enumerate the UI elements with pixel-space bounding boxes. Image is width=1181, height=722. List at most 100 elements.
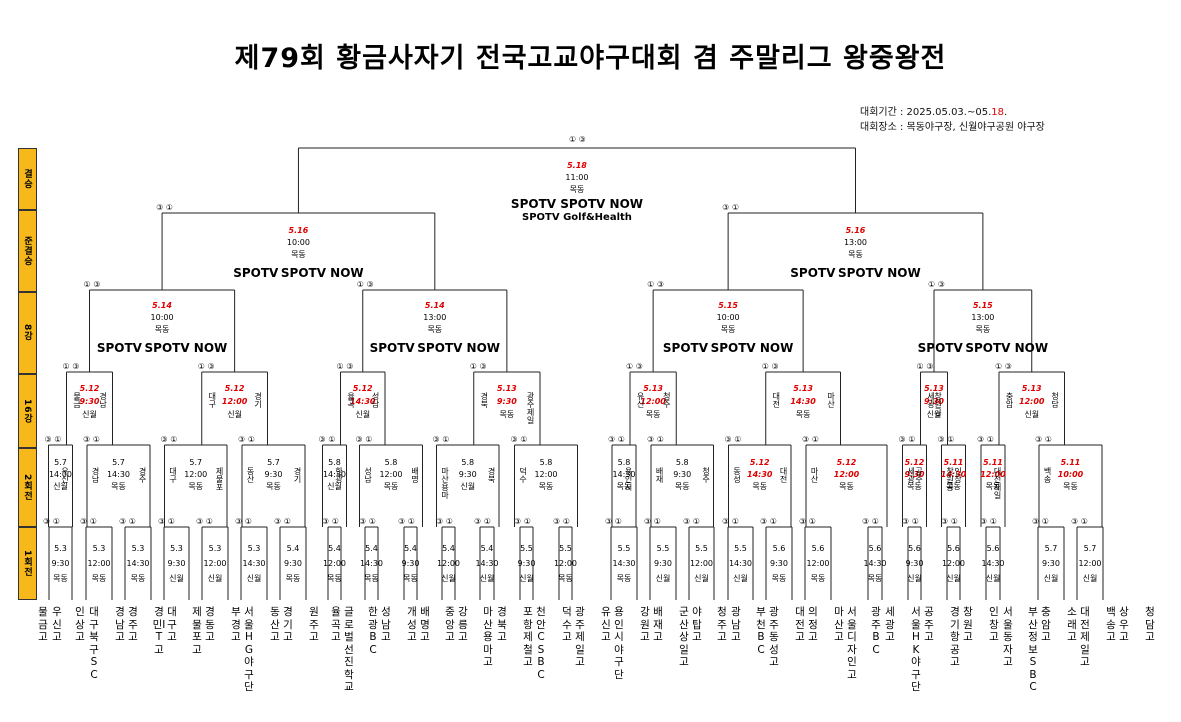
seat-marks: ③ ① [902,517,919,526]
seat-marks: ③ ① [119,517,136,526]
team-name: 경남고 [115,606,125,643]
team-name: 서울디자인고 [847,606,857,681]
seat-marks: ① ③ [197,362,215,371]
team-name: 서울HK야구단 [911,606,921,693]
side-label: 경기 [293,467,302,483]
side-label: 청주 [701,467,711,483]
side-label: 세광 [926,392,936,408]
team-name: 대구북구SC [89,606,99,681]
seat-marks: ① ③ [916,362,934,371]
seat-marks: ③ ① [799,517,816,526]
seat-marks: ① ③ [995,362,1012,371]
seat-marks: ③ ① [436,517,453,526]
side-label: 율곡 [346,392,356,408]
seat-marks: ③ ① [937,435,955,444]
side-label: 경기 [253,392,263,408]
team-name: 부경고 [231,606,241,643]
seat-marks: ③ ① [683,517,700,526]
team-name: 인상고 [75,606,85,643]
seat-marks: ① ③ [928,280,945,289]
team-name: 백송고 [1106,606,1116,643]
team-name: 경기항공고 [950,606,960,668]
team-name: 공주고 [924,606,934,643]
team-name: 소래고 [1067,606,1077,643]
side-label: 마산 [826,392,836,408]
team-name: 청주고 [717,606,727,643]
seat-marks: ③ ① [1032,517,1049,526]
seat-marks: ③ ① [322,517,339,526]
seat-marks: ① ③ [356,280,374,289]
side-label: 배명 [410,467,420,483]
side-label: 경남 [91,467,100,483]
stage-label: 1회전 [18,527,37,600]
team-name: 청담고 [1145,606,1155,643]
team-name: 덕수고 [562,606,572,643]
seat-marks: ③ ① [722,203,740,212]
seat-marks: ③ ① [474,517,491,526]
side-label: 청주 [662,392,672,408]
seat-marks: ③ ① [862,517,879,526]
seat-marks: ③ ① [160,435,178,444]
team-name: 율곡고 [331,606,341,643]
side-label: 창원공 [945,467,955,491]
side-label: 유신 [636,392,645,408]
seat-marks: ③ ① [722,517,739,526]
seat-marks: ③ ① [1071,517,1088,526]
seat-marks: ③ ① [647,435,664,444]
seat-marks: ① ③ [336,362,354,371]
seat-marks: ③ ① [802,435,819,444]
side-label: 제물포 [215,467,224,491]
seat-marks: ① ③ [568,135,586,144]
team-name: 강원고 [640,606,650,643]
seat-marks: ① ③ [62,362,80,371]
side-label: 청담 [1050,392,1060,408]
side-label: 대구 [207,392,217,408]
seat-marks: ③ ① [196,517,213,526]
team-name: 배명고 [420,606,430,643]
team-name: 상우고 [1119,606,1129,643]
side-label: 성남 [371,392,380,408]
team-name: 광남고 [731,606,741,643]
team-name: 야탑고 [692,606,702,643]
page-title: 제79회 황금사자기 전국고교야구대회 겸 주말리그 왕중왕전 [234,43,947,74]
team-name: 대전제일고 [1080,606,1090,668]
side-label: 충암 [1005,392,1014,408]
side-label: 마산 [810,467,819,483]
side-label: 경북 [479,392,489,408]
seat-marks: ③ ① [760,517,777,526]
side-label: 용인시 [624,467,633,491]
seat-marks: ③ ① [608,435,625,444]
side-label: 경남 [98,392,108,408]
team-name: 경주고 [128,606,138,643]
team-name: 천안CSBC [536,606,546,681]
team-name: 의정고 [808,606,818,643]
